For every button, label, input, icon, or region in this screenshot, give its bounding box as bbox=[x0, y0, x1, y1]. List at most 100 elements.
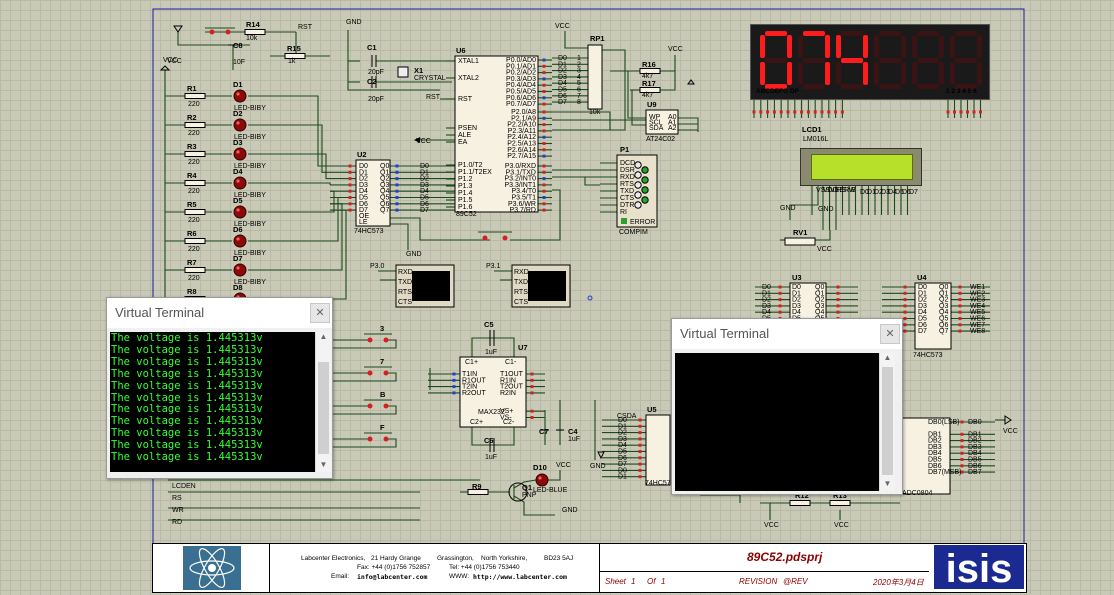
u6-pin-label: P0.1/AD1 bbox=[506, 63, 536, 70]
bus-label: D0 bbox=[558, 55, 567, 62]
www-label: WWW: bbox=[449, 573, 470, 580]
gnd-label: GND bbox=[346, 19, 362, 26]
scroll-down-icon[interactable]: ▼ bbox=[319, 460, 328, 469]
pin-marker bbox=[395, 170, 399, 174]
seven-segment-digit bbox=[911, 31, 945, 89]
bus-label: D3 bbox=[618, 436, 627, 443]
terminal-scrollbar[interactable]: ▲ ▼ bbox=[315, 332, 331, 472]
pin-marker bbox=[778, 291, 782, 295]
segment bbox=[825, 35, 830, 58]
c2-label: C2 bbox=[367, 77, 377, 86]
scrollbar-thumb[interactable] bbox=[318, 362, 329, 454]
u3-pin-label: Q4 bbox=[815, 309, 824, 316]
led-label: D7 bbox=[233, 254, 243, 263]
pin-marker bbox=[542, 64, 546, 68]
pin-marker bbox=[778, 310, 782, 314]
bus-label: D5 bbox=[558, 87, 567, 94]
terminal-screen[interactable] bbox=[675, 353, 879, 491]
u6-pin-label: P0.6/AD6 bbox=[506, 95, 536, 102]
pin-marker bbox=[348, 189, 352, 193]
terminal-title-bar[interactable]: Virtual Terminal ✕ bbox=[107, 298, 332, 328]
terminal-scrollbar[interactable]: ▲ ▼ bbox=[879, 353, 895, 491]
mini-terminal-pin: CTS bbox=[398, 299, 412, 306]
bus-label: D6 bbox=[558, 93, 567, 100]
pin-marker bbox=[638, 437, 642, 441]
pin-marker bbox=[530, 385, 534, 389]
pin-marker bbox=[542, 102, 546, 106]
segment bbox=[950, 35, 955, 58]
lcd-module[interactable] bbox=[800, 148, 922, 186]
scroll-up-icon[interactable]: ▲ bbox=[319, 332, 328, 341]
revision-value: @REV bbox=[783, 577, 808, 586]
u4-body bbox=[914, 282, 952, 350]
pin-marker bbox=[348, 208, 352, 212]
virtual-terminal-left[interactable]: Virtual Terminal ✕ The voltage is 1.4453… bbox=[106, 297, 333, 479]
d10-type: LED-BLUE bbox=[533, 487, 568, 494]
bus-label: D7 bbox=[618, 461, 627, 468]
gnd-label: GND bbox=[818, 206, 834, 213]
u4-pin-label: D4 bbox=[918, 309, 927, 316]
terminal-title-bar[interactable]: Virtual Terminal ✕ bbox=[672, 319, 902, 349]
pin-marker bbox=[542, 77, 546, 81]
terminal-line: The voltage is 1.445313v bbox=[111, 439, 263, 452]
u2-pin-label: Q3 bbox=[380, 182, 389, 189]
virtual-terminal-right[interactable]: Virtual Terminal ✕ ▲ ▼ bbox=[671, 318, 903, 495]
led-highlight bbox=[236, 92, 240, 96]
segment bbox=[955, 84, 977, 89]
lcd-pin-label: D5 bbox=[895, 189, 904, 196]
p1-pin-label: RI bbox=[620, 209, 627, 216]
wire bbox=[513, 495, 555, 516]
c5-value: 1uF bbox=[485, 349, 497, 356]
wire bbox=[564, 31, 588, 49]
u4-pin-label: D1 bbox=[918, 290, 927, 297]
u6-pin-label: P0.3/AD3 bbox=[506, 76, 536, 83]
segment bbox=[836, 62, 841, 85]
u3-label: U3 bbox=[792, 273, 802, 282]
led-label: D6 bbox=[233, 225, 243, 234]
pin-number: 4 bbox=[577, 74, 581, 81]
terminal-line: The voltage is 1.445313v bbox=[111, 355, 263, 368]
pin-marker bbox=[348, 183, 352, 187]
project-name: 89C52.pdsprj bbox=[747, 550, 823, 564]
pin-marker bbox=[542, 135, 546, 139]
bus-label: DB1 bbox=[968, 431, 982, 438]
key-contact bbox=[367, 370, 373, 376]
pin-marker bbox=[960, 464, 964, 468]
q1-transistor-icon bbox=[508, 482, 528, 502]
wire bbox=[295, 32, 330, 57]
bus-label: D0 bbox=[618, 467, 627, 474]
close-button[interactable]: ✕ bbox=[880, 324, 900, 344]
ladder-resistor bbox=[184, 180, 206, 186]
key-contact bbox=[367, 337, 373, 343]
segment bbox=[901, 35, 906, 58]
u4-pin-label: D7 bbox=[918, 328, 927, 335]
scroll-down-icon[interactable]: ▼ bbox=[883, 479, 892, 488]
bus-label: D4 bbox=[618, 442, 627, 449]
postcode: BD23 5AJ bbox=[544, 555, 574, 562]
resistor-value: 220 bbox=[188, 275, 200, 282]
pin-marker bbox=[813, 110, 817, 114]
u7-label: U7 bbox=[518, 343, 528, 352]
mini-terminal-pin: CTS bbox=[514, 299, 528, 306]
q1-label: Q1 bbox=[522, 483, 532, 492]
wire bbox=[660, 71, 676, 91]
bus-label: WE1 bbox=[970, 284, 985, 291]
sheet-total: 1 bbox=[661, 577, 666, 586]
scrollbar-thumb[interactable] bbox=[882, 367, 893, 475]
close-button[interactable]: ✕ bbox=[310, 303, 330, 323]
p1-pin-label: DSR bbox=[620, 167, 635, 174]
u6-pin-label: P3.5/T1 bbox=[511, 195, 536, 202]
resistor-label: R4 bbox=[187, 171, 197, 180]
pin-marker bbox=[903, 329, 907, 333]
scroll-up-icon[interactable]: ▲ bbox=[883, 353, 892, 362]
switch-contact bbox=[482, 235, 488, 241]
rp1-body bbox=[587, 44, 603, 110]
adc-pin-label: DB4 bbox=[928, 450, 942, 457]
led-type: LED-BIBY bbox=[234, 192, 266, 199]
u6-pin-label: P2.7/A15 bbox=[507, 153, 536, 160]
key-contact bbox=[383, 337, 389, 343]
pin-marker bbox=[542, 142, 546, 145]
segment bbox=[917, 84, 939, 89]
